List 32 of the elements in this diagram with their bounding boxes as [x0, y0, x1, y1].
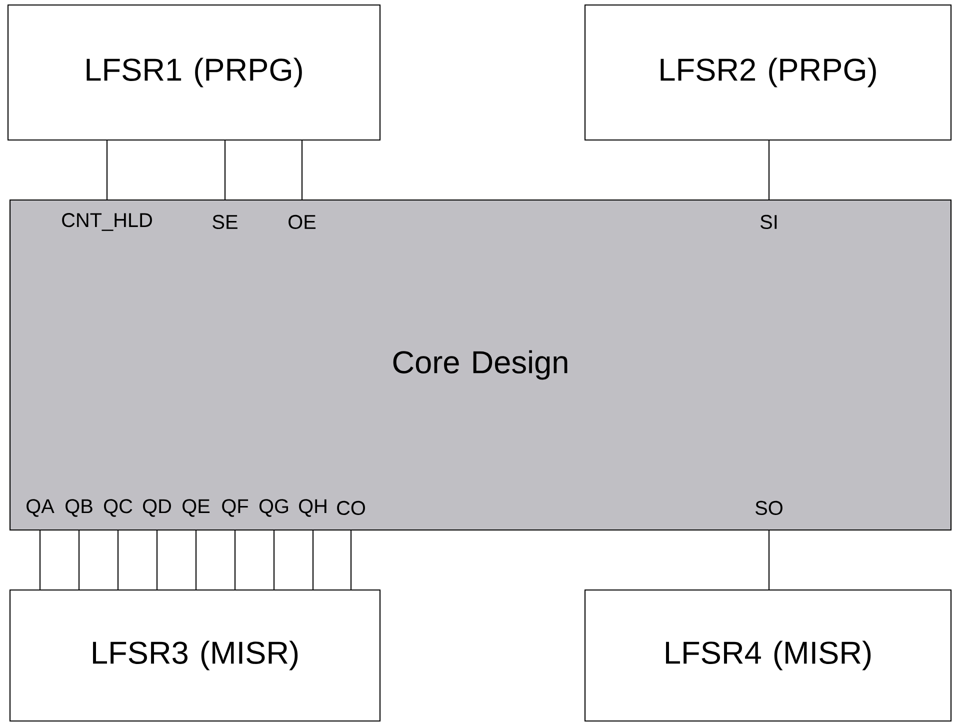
- register-box: LFSR2 (PRPG): [584, 4, 952, 141]
- pin-label: QG: [259, 499, 288, 517]
- pin-label: OE: [288, 214, 316, 230]
- pin-label: CO: [337, 500, 365, 516]
- pin-label: SO: [756, 500, 782, 516]
- connector-line: [78, 530, 80, 590]
- connector-line: [768, 140, 770, 200]
- pin-label: SE: [212, 214, 238, 230]
- connector-line: [301, 140, 303, 200]
- pin-label: CNT_HLD: [62, 213, 152, 231]
- pin-label: QC: [104, 499, 132, 517]
- pin-label: QH: [299, 499, 326, 517]
- connector-line: [117, 530, 119, 590]
- register-box: LFSR3 (MISR): [9, 589, 381, 722]
- register-box: LFSR4 (MISR): [584, 589, 952, 722]
- connector-line: [234, 530, 236, 590]
- pin-label: QD: [143, 499, 171, 517]
- pin-label: QE: [182, 499, 210, 517]
- connector-line: [273, 530, 275, 590]
- connector-line: [768, 530, 770, 590]
- connector-line: [106, 140, 108, 200]
- connector-line: [350, 530, 352, 590]
- pin-label: QF: [222, 499, 248, 517]
- pin-label: QB: [66, 499, 92, 517]
- pin-label: QA: [26, 499, 54, 517]
- connector-line: [312, 530, 314, 590]
- connector-line: [224, 140, 226, 200]
- connector-line: [156, 530, 158, 590]
- pin-label: SI: [760, 214, 777, 230]
- connector-line: [39, 530, 41, 590]
- register-box: LFSR1 (PRPG): [7, 4, 381, 141]
- connector-line: [195, 530, 197, 590]
